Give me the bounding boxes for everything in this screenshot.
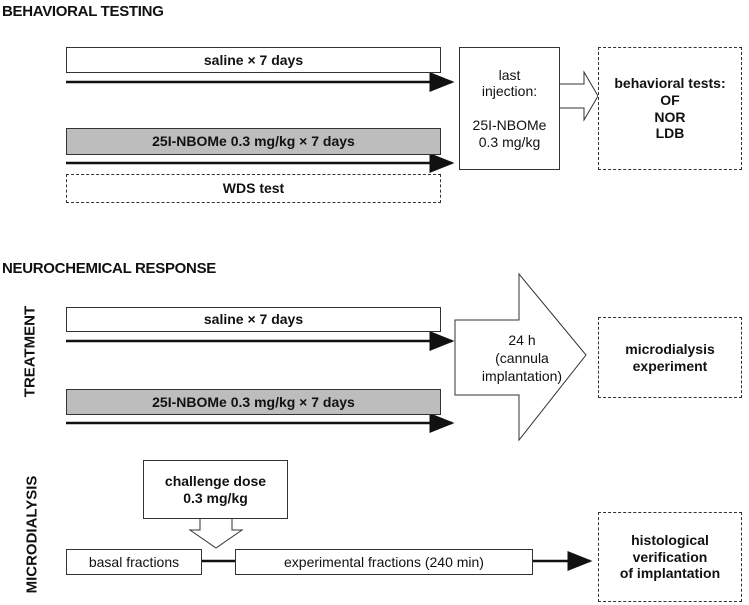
arrow-to-tests bbox=[560, 70, 599, 122]
treatment-label: TREATMENT bbox=[21, 305, 39, 398]
section-heading-neurochemical: NEUROCHEMICAL RESPONSE bbox=[2, 260, 216, 277]
histology-box: histological verification of implantatio… bbox=[598, 512, 742, 602]
behavioral-tests-box: behavioral tests: OF NOR LDB bbox=[598, 47, 742, 170]
microdialysis-label: MICRODIALYSIS bbox=[23, 475, 41, 594]
last-injection-box: last injection: 25I-NBOMe 0.3 mg/kg bbox=[459, 47, 560, 170]
challenge-down-arrow bbox=[188, 519, 244, 549]
microdialysis-experiment-box: microdialysis experiment bbox=[598, 317, 742, 398]
challenge-dose-box: challenge dose 0.3 mg/kg bbox=[143, 460, 288, 519]
drug-box: 25I-NBOMe 0.3 mg/kg × 7 days bbox=[66, 128, 441, 155]
section-heading-behavioral: BEHAVIORAL TESTING bbox=[2, 3, 164, 20]
basal-fractions-box: basal fractions bbox=[66, 549, 202, 575]
big-block-arrow bbox=[454, 272, 587, 442]
experimental-fractions-box: experimental fractions (240 min) bbox=[235, 549, 533, 575]
saline-box-2: saline × 7 days bbox=[66, 307, 441, 332]
drug-box-2: 25I-NBOMe 0.3 mg/kg × 7 days bbox=[66, 389, 441, 415]
saline-box: saline × 7 days bbox=[66, 47, 441, 73]
interval-label: 24 h (cannula implantation) bbox=[481, 332, 563, 385]
wds-test-box: WDS test bbox=[66, 174, 441, 203]
